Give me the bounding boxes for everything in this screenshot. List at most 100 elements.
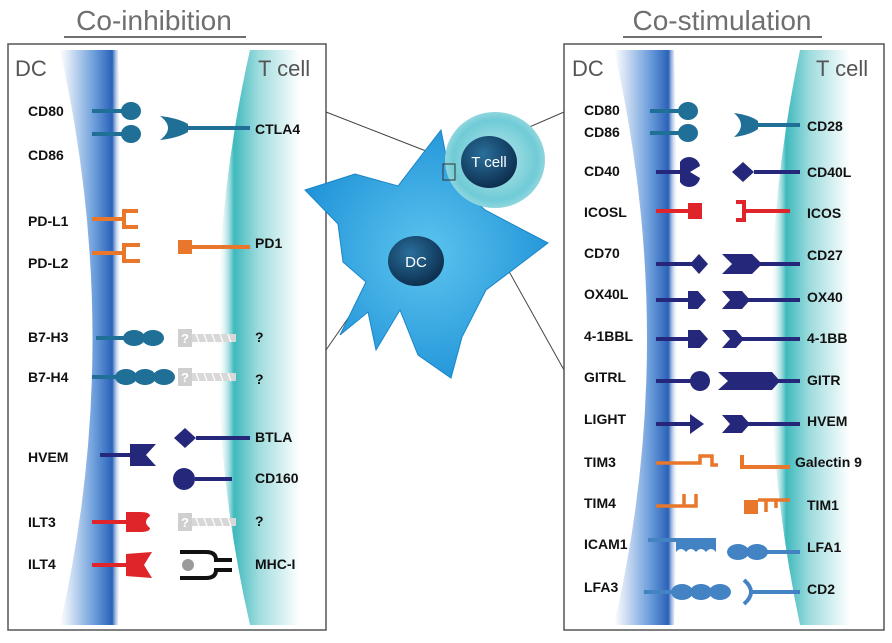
icam1-icon xyxy=(648,538,716,552)
ligand-label: B7-H4 xyxy=(28,369,69,385)
ligand-label: PD-L2 xyxy=(28,255,69,271)
ligand-label: PD-L1 xyxy=(28,213,69,229)
center-illustration: DC T cell xyxy=(304,111,565,379)
dc-cell-label: DC xyxy=(405,254,427,271)
receptor-label: ? xyxy=(255,329,264,345)
receptor-label: CD27 xyxy=(807,247,843,263)
pd1-icon xyxy=(178,240,250,254)
gitr-icon xyxy=(718,372,800,390)
receptor-label: GITR xyxy=(807,372,840,388)
pd-l1-icon xyxy=(92,209,138,229)
cd27-icon xyxy=(722,254,800,274)
btla-icon xyxy=(174,428,250,448)
cd86-icon xyxy=(92,125,141,143)
4-1bbl-icon xyxy=(656,330,708,348)
ilt3-icon xyxy=(92,512,150,532)
cd28-icon xyxy=(734,113,800,137)
cd80-icon xyxy=(92,102,141,120)
receptor-label: ICOS xyxy=(807,205,841,221)
cd160-icon xyxy=(173,468,232,490)
hvem-icon xyxy=(100,444,156,466)
receptor-label: CTLA4 xyxy=(255,121,300,137)
t-cell-nucleus xyxy=(461,136,517,188)
left-dc-label: DC xyxy=(15,56,47,81)
ligand-label: B7-H3 xyxy=(28,329,69,345)
ligand-label: ICOSL xyxy=(584,204,627,220)
lfa3-icon xyxy=(644,584,731,600)
ligand-label: CD80 xyxy=(28,103,64,119)
ctla4-icon xyxy=(160,116,250,140)
right-tcell-label: T cell xyxy=(816,56,868,81)
left-tcell-label: T cell xyxy=(258,56,310,81)
gitrl-icon xyxy=(656,371,710,391)
tim4-icon xyxy=(656,494,698,508)
pd-l2-icon xyxy=(92,243,140,263)
receptor-label: HVEM xyxy=(807,413,847,429)
ligand-label: CD80 xyxy=(584,102,620,118)
ligand-label: CD86 xyxy=(584,124,620,140)
ligand-label: HVEM xyxy=(28,449,68,465)
right-dc-membrane xyxy=(614,50,678,625)
t-cell-label: T cell xyxy=(471,154,507,171)
ligand-label: ILT3 xyxy=(28,514,56,530)
receptor-label: CD160 xyxy=(255,470,299,486)
ligand-label: TIM3 xyxy=(584,454,616,470)
ilt4-icon xyxy=(92,552,152,578)
right-dc-label: DC xyxy=(572,56,604,81)
left-tcell-membrane xyxy=(217,50,300,625)
receptor-label: CD2 xyxy=(807,581,835,597)
ligand-label: GITRL xyxy=(584,369,626,385)
hvem-icon xyxy=(722,415,800,433)
receptor-label: OX40 xyxy=(807,289,843,305)
ligand-label: ICAM1 xyxy=(584,536,628,552)
ligand-label: 4-1BBL xyxy=(584,328,633,344)
receptor-label: 4-1BB xyxy=(807,330,847,346)
receptor-label: Galectin 9 xyxy=(795,454,862,470)
ox40l-icon xyxy=(656,291,706,309)
icosl-icon xyxy=(656,203,702,219)
b7-h3-icon xyxy=(96,330,164,346)
right-tcell-membrane xyxy=(770,50,850,625)
cd40-icon xyxy=(656,157,700,187)
receptor-label: TIM1 xyxy=(807,497,839,513)
ligand-label: LFA3 xyxy=(584,579,618,595)
galectin-9-icon xyxy=(740,455,790,469)
ligand-label: CD70 xyxy=(584,245,620,261)
lfa1-icon xyxy=(727,544,800,560)
ligand-label: CD40 xyxy=(584,163,620,179)
tim3-icon xyxy=(656,454,718,467)
cd40l-icon xyxy=(732,162,800,182)
receptor-label: PD1 xyxy=(255,235,282,251)
receptor-label: BTLA xyxy=(255,429,292,445)
left-dc-membrane xyxy=(60,50,122,625)
ligand-label: OX40L xyxy=(584,286,629,302)
mhc-i-icon xyxy=(180,550,232,580)
right-title: Co-stimulation xyxy=(633,5,812,36)
cd2-icon xyxy=(742,578,800,606)
left-title: Co-inhibition xyxy=(76,5,232,36)
right-panel: DC T cell CD80 CD86 CD40 ICOSL CD70 OX40… xyxy=(563,43,885,631)
cd70-icon xyxy=(656,254,708,274)
light-icon xyxy=(656,414,704,434)
icos-icon xyxy=(736,200,790,222)
cd86-icon xyxy=(650,124,698,142)
receptor-label: ? xyxy=(255,371,264,387)
ligand-label: ILT4 xyxy=(28,556,56,572)
receptor-label: MHC-I xyxy=(255,556,295,572)
receptor-label: CD40L xyxy=(807,164,852,180)
receptor-label: CD28 xyxy=(807,118,843,134)
cd80-icon xyxy=(650,102,698,120)
ligand-label: LIGHT xyxy=(584,411,626,427)
ligand-label: CD86 xyxy=(28,147,64,163)
left-panel: DC T cell CD80 CD86 PD-L1 PD-L2 B7-H3 B7… xyxy=(7,43,327,631)
dc-nucleus xyxy=(388,236,444,286)
receptor-label: ? xyxy=(255,513,264,529)
receptor-label: LFA1 xyxy=(807,539,841,555)
synapse-zoom-box xyxy=(442,163,456,181)
b7-h4-icon xyxy=(92,369,175,385)
ligand-label: TIM4 xyxy=(584,495,616,511)
ox40-icon xyxy=(722,291,800,309)
4-1bb-icon xyxy=(722,330,800,348)
